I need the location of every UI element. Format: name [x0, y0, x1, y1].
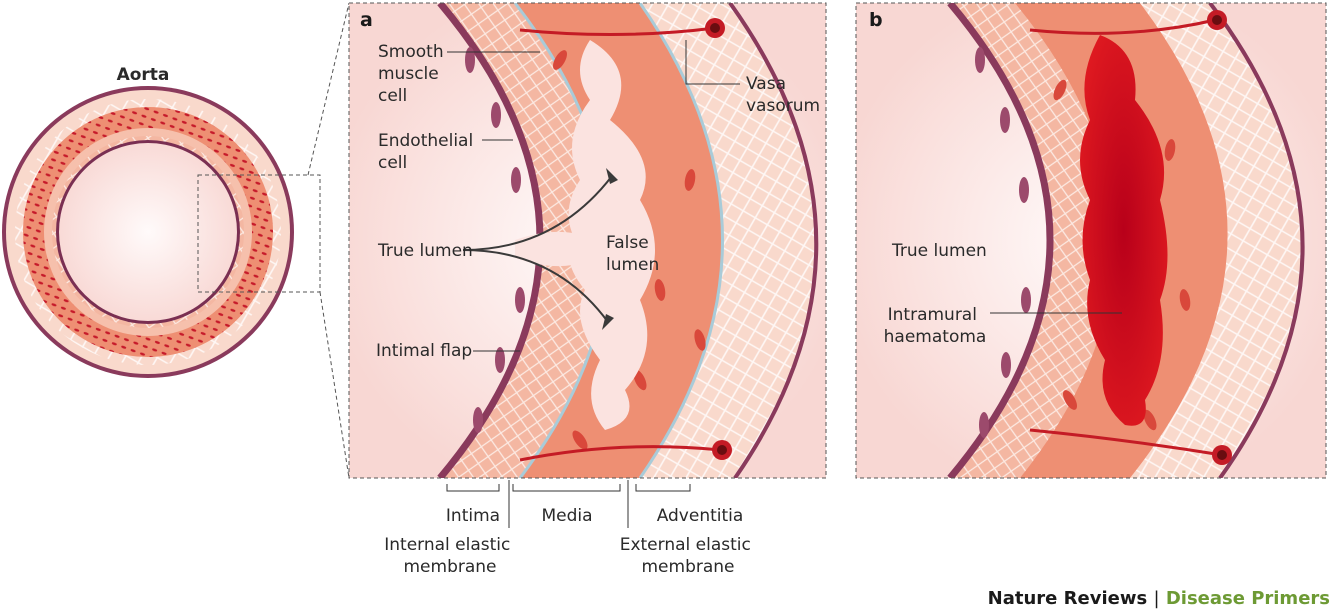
panel-a: [348, 2, 827, 479]
external-elastic-membrane-label: External elastic membrane: [620, 535, 757, 577]
intima-bracket: [446, 484, 500, 492]
panel-a-frame: [348, 2, 827, 479]
smooth-muscle-cell-label: Smooth muscle cell: [378, 42, 449, 106]
aorta-cross-section: [2, 86, 294, 378]
adventitia-bracket: [635, 484, 691, 492]
aorta-label: Aorta: [117, 65, 170, 85]
journal-series: Disease Primers: [1165, 588, 1330, 609]
internal-elastic-membrane-label: Internal elastic membrane: [384, 535, 516, 577]
true-lumen-label-b: True lumen: [891, 241, 987, 261]
journal-credit: Nature Reviews | Disease Primers: [988, 588, 1330, 609]
panel-b: [855, 2, 1327, 479]
panel-b-frame: [855, 2, 1327, 479]
adventitia-label: Adventitia: [657, 506, 744, 526]
vasa-vasorum-leader: [685, 40, 740, 85]
haematoma-label: Intramural haematoma: [884, 305, 987, 347]
vasa-vasorum-label: Vasa vasorum: [746, 74, 820, 116]
journal-name: Nature Reviews: [987, 588, 1148, 609]
credit-separator: |: [1153, 588, 1160, 609]
endothelial-cell-label: Endothelial cell: [378, 131, 479, 173]
panel-b-letter: b: [869, 9, 883, 31]
zoom-connector-bottom: [319, 291, 350, 479]
true-lumen-label-a: True lumen: [377, 241, 473, 261]
intima-label: Intima: [446, 506, 500, 526]
media-label: Media: [541, 506, 592, 526]
panel-a-letter: a: [360, 9, 373, 31]
false-lumen-label: False lumen: [606, 233, 659, 275]
media-bracket: [512, 484, 621, 492]
zoom-connector-top: [307, 2, 350, 176]
intimal-flap-label: Intimal flap: [376, 341, 472, 361]
